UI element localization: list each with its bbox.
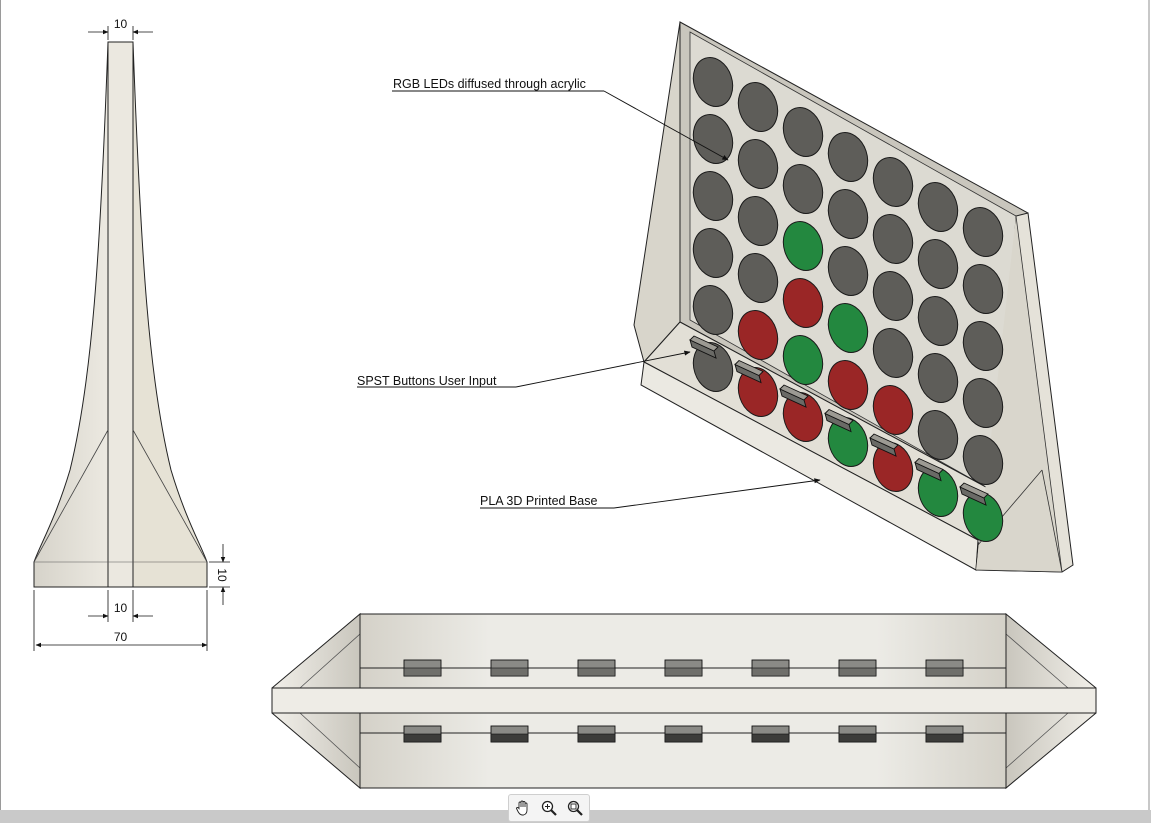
top-view-button-shade [577, 733, 616, 743]
led-off [737, 82, 779, 132]
top-view-button-shade [577, 667, 616, 677]
callout-base: PLA 3D Printed Base [480, 478, 821, 509]
led-off [872, 157, 914, 207]
top-view-button-shade [403, 733, 442, 743]
led-off [872, 271, 914, 321]
led-off [737, 253, 779, 303]
dimension-base-width: 70 [33, 590, 208, 651]
zoom-icon[interactable] [538, 797, 560, 819]
led-off [827, 189, 869, 239]
top-view-button-shade [925, 667, 964, 677]
led-off [872, 214, 914, 264]
top-view-button-shade [838, 733, 877, 743]
top-view-button-shade [403, 667, 442, 677]
led-green [782, 221, 824, 271]
led-off [692, 228, 734, 278]
sheet-border [0, 0, 1, 810]
tray-button-top [734, 359, 764, 377]
led-off [692, 114, 734, 164]
button-row [689, 335, 989, 506]
top-view [271, 612, 1097, 790]
callout-buttons-label: SPST Buttons User Input [357, 374, 497, 388]
top-view-button-shade [490, 733, 529, 743]
led-green [827, 303, 869, 353]
callout-leds: RGB LEDs diffused through acrylic [392, 77, 729, 161]
tray-button-top [779, 384, 809, 401]
top-view-buttons [403, 659, 964, 743]
led-off [827, 246, 869, 296]
callout-buttons: SPST Buttons User Input [357, 350, 691, 388]
led-red [737, 310, 779, 360]
led-off [962, 435, 1004, 485]
dim-top-width-label: 10 [114, 17, 128, 31]
dim-stem-width-label: 10 [114, 601, 128, 615]
top-view-button-shade [664, 733, 703, 743]
led-off [917, 182, 959, 232]
led-off [737, 196, 779, 246]
led-green [782, 335, 824, 385]
led-off [872, 328, 914, 378]
tray-button-top [869, 433, 899, 450]
led-grid [692, 57, 1004, 542]
dim-base-width-label: 70 [114, 630, 128, 644]
led-off [962, 378, 1004, 428]
dimension-stem-width: 10 [88, 590, 153, 622]
top-view-button-shade [751, 733, 790, 743]
dim-base-height-label: 10 [215, 568, 229, 582]
led-off [782, 164, 824, 214]
view-toolbar [508, 794, 590, 822]
tray-button-top [689, 335, 719, 352]
led-off [692, 285, 734, 335]
dimension-top-width: 10 [88, 17, 153, 40]
side-view [33, 41, 208, 588]
top-view-button-shade [751, 667, 790, 677]
top-view-button-shade [664, 667, 703, 677]
callout-base-label: PLA 3D Printed Base [480, 494, 597, 508]
top-view-button-shade [838, 667, 877, 677]
led-off [962, 321, 1004, 371]
tray-button-top [914, 457, 944, 475]
led-off [827, 132, 869, 182]
led-off [692, 171, 734, 221]
callout-leds-label: RGB LEDs diffused through acrylic [393, 77, 586, 91]
led-off [782, 107, 824, 157]
tray-button-top [824, 408, 854, 426]
led-red [782, 278, 824, 328]
zoom-window-icon[interactable] [564, 797, 586, 819]
led-red [872, 385, 914, 435]
led-off [917, 239, 959, 289]
pan-icon[interactable] [512, 797, 534, 819]
led-off [917, 296, 959, 346]
led-off [962, 264, 1004, 314]
led-off [917, 353, 959, 403]
top-view-button-shade [925, 733, 964, 743]
dimension-base-height: 10 [209, 544, 230, 605]
top-view-button-shade [490, 667, 529, 677]
led-off [962, 207, 1004, 257]
led-off [692, 57, 734, 107]
led-off [917, 410, 959, 460]
led-red [827, 360, 869, 410]
led-off [737, 139, 779, 189]
tray-button-top [959, 482, 989, 499]
